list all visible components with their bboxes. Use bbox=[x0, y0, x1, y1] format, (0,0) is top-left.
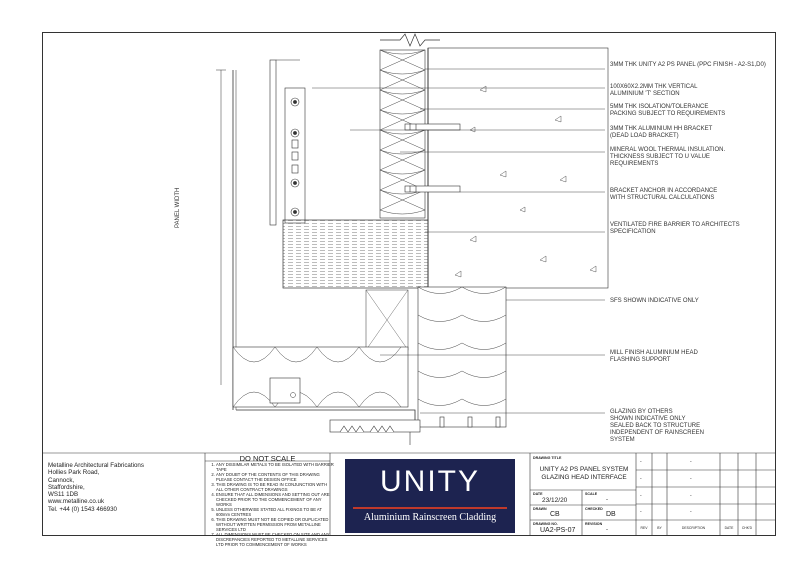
rev-header-date: DATE bbox=[724, 526, 734, 530]
logo-tagline: Aluminium Rainscreen Cladding bbox=[363, 512, 497, 523]
break-line bbox=[380, 33, 440, 47]
rev-dash: - bbox=[690, 509, 692, 515]
t-section-rail bbox=[269, 59, 277, 226]
annotation-leader-lines bbox=[312, 68, 605, 414]
drawing-note: ALL DIMENSIONS MUST BE CHECKED ON SITE A… bbox=[216, 532, 334, 547]
drawing-notes-list: ANY DISSIMILAR METALS TO BE ISOLATED WIT… bbox=[208, 462, 334, 547]
annotation-insulation: MINERAL WOOL THERMAL INSULATION. THICKNE… bbox=[610, 147, 726, 167]
rev-header-rev: REV bbox=[640, 526, 648, 530]
logo-rule bbox=[353, 507, 507, 509]
rev-dash: - bbox=[640, 459, 642, 465]
do-not-scale-heading: DO NOT SCALE bbox=[239, 454, 296, 463]
scale-value: - bbox=[606, 497, 608, 503]
annotation-packing: 5MM THK ISOLATION/TOLERANCE PACKING SUBJ… bbox=[610, 104, 726, 117]
drawing-title: UNITY A2 PS PANEL SYSTEM GLAZING HEAD IN… bbox=[539, 466, 629, 481]
rev-dash: - bbox=[640, 476, 642, 482]
date-label: DATE bbox=[533, 492, 543, 496]
revision-value: - bbox=[606, 527, 608, 533]
rev-dash: - bbox=[690, 459, 692, 465]
drawn-value: CB bbox=[550, 511, 560, 518]
bracket-fixings bbox=[290, 97, 300, 217]
company-address: Metalline Architectural Fabrications Hol… bbox=[48, 462, 144, 513]
rev-dash: - bbox=[690, 476, 692, 482]
scale-label: SCALE bbox=[585, 492, 598, 496]
drawn-label: DRAWN bbox=[533, 507, 547, 511]
drawing-number-value: UA2-PS-07 bbox=[540, 527, 576, 534]
ventilated-fire-barrier bbox=[282, 219, 429, 289]
checked-label: CHECKED bbox=[585, 507, 603, 511]
rev-header-description: DESCRIPTION bbox=[681, 526, 706, 530]
drawing-note: ANY DOUBT OF THE CONTENTS OF THIS DRAWIN… bbox=[216, 472, 334, 482]
glazing-frame bbox=[329, 419, 421, 445]
drawing-note: THIS DRAWING MUST NOT BE COPIED OR DUPLI… bbox=[216, 517, 334, 532]
annotation-t-section: 100X60X2.2MM THK VERTICAL ALUMINIUM 'T' … bbox=[610, 84, 698, 97]
insulation-pattern-upper bbox=[379, 49, 426, 215]
concrete-aggregate bbox=[454, 85, 597, 278]
drawing-note: ANY DISSIMILAR METALS TO BE ISOLATED WIT… bbox=[216, 462, 334, 472]
glazing-fixings bbox=[439, 416, 501, 428]
checked-value: DB bbox=[606, 511, 616, 518]
insulation-pattern-lower bbox=[232, 346, 402, 408]
annotation-anchor: BRACKET ANCHOR IN ACCORDANCE WITH STRUCT… bbox=[610, 188, 718, 201]
annotation-glazing: GLAZING BY OTHERS SHOWN INDICATIVE ONLY … bbox=[610, 409, 704, 443]
rev-header-by: BY bbox=[657, 526, 662, 530]
sfs-insulation bbox=[417, 286, 507, 428]
annotation-flashing: MILL FINISH ALUMINIUM HEAD FLASHING SUPP… bbox=[610, 350, 698, 363]
drawing-note: ENSURE THAT ALL DIMENSIONS AND SETTING O… bbox=[216, 492, 334, 507]
logo-word: UNITY bbox=[380, 465, 480, 498]
mineral-wool-insulation-lower bbox=[232, 346, 409, 408]
insulation-pattern-sfs bbox=[417, 286, 507, 406]
rev-dash: - bbox=[640, 509, 642, 515]
revision-label: REVISION bbox=[585, 522, 603, 526]
drawing-number-label: DRAWING No. bbox=[533, 522, 558, 526]
rev-dash: - bbox=[640, 493, 642, 499]
date-value: 23/12/20 bbox=[542, 497, 568, 504]
drawing-note: UNLESS OTHERWISE STATED ALL FIXINGS TO B… bbox=[216, 507, 334, 517]
bracket-anchor-bolts bbox=[404, 123, 461, 193]
unity-logo: UNITY Aluminium Rainscreen Cladding bbox=[345, 459, 515, 533]
rev-header-chkd: CHK'D bbox=[741, 526, 753, 530]
annotation-sfs: SFS SHOWN INDICATIVE ONLY bbox=[610, 298, 699, 304]
drawing-note: THIS DRAWING IS TO BE READ IN CONJUNCTIO… bbox=[216, 482, 334, 492]
drawing-sheet bbox=[42, 32, 776, 536]
annotation-fire-barrier: VENTILATED FIRE BARRIER TO ARCHITECTS SP… bbox=[610, 222, 740, 235]
head-flashing-support bbox=[236, 409, 416, 420]
annotation-hh-bracket: 3MM THK ALUMINIUM HH BRACKET (DEAD LOAD … bbox=[610, 126, 713, 139]
rev-dash: - bbox=[690, 493, 692, 499]
annotation-panel: 3MM THK UNITY A2 PS PANEL (PPC FINISH - … bbox=[610, 62, 766, 68]
drawing-title-label: DRAWING TITLE bbox=[533, 456, 562, 460]
